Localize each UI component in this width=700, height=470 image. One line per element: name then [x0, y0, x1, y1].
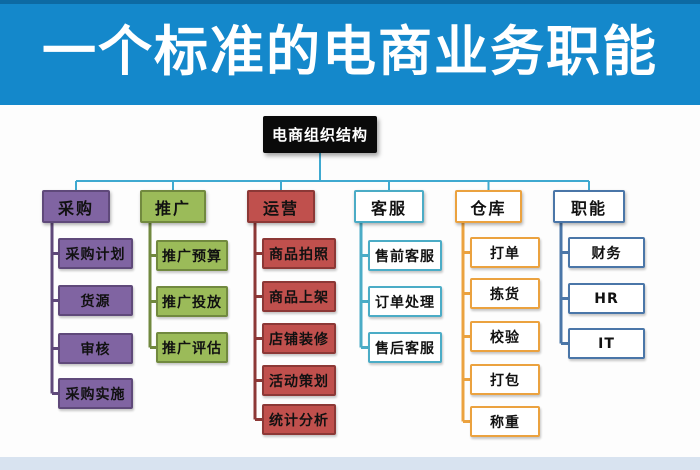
org-child-node: 校验	[470, 321, 540, 352]
org-child-node: 推广投放	[156, 286, 228, 317]
org-child-node-label: 货源	[80, 293, 111, 310]
org-child-node-label: 推广评估	[162, 340, 222, 357]
org-child-node: 称重	[470, 406, 540, 437]
org-child-node-label: 校验	[490, 329, 520, 346]
org-child-node-label: 活动策划	[269, 373, 329, 390]
title-banner: 一个标准的电商业务职能	[0, 0, 700, 105]
org-branch-node: 运营	[247, 190, 315, 223]
org-child-node-label: 店铺装修	[269, 331, 329, 348]
org-child-node: 财务	[568, 237, 645, 268]
org-child-node-label: 审核	[80, 341, 111, 358]
org-root-node: 电商组织结构	[263, 116, 377, 153]
org-branch-node-label: 采购	[57, 198, 94, 218]
org-branch-node-label: 运营	[262, 198, 299, 218]
org-child-node: 采购实施	[58, 378, 133, 409]
org-child-node: 统计分析	[262, 404, 336, 435]
org-child-node: 售后客服	[368, 332, 442, 363]
org-child-node-label: 商品上架	[269, 289, 329, 306]
org-child-node: 采购计划	[58, 238, 133, 269]
bottom-strip	[0, 457, 700, 470]
org-branch-node-label: 客服	[370, 198, 407, 218]
org-child-node-label: 统计分析	[269, 412, 329, 429]
org-child-node: 商品拍照	[262, 238, 336, 269]
org-child-node: IT	[568, 328, 645, 359]
org-child-node: 商品上架	[262, 281, 336, 312]
org-child-node-label: 称重	[490, 414, 520, 431]
org-child-node-label: IT	[598, 335, 615, 352]
org-child-node-label: 采购实施	[65, 386, 126, 403]
org-child-node-label: 财务	[591, 245, 622, 262]
org-child-node: 推广预算	[156, 240, 228, 271]
org-child-node: 活动策划	[262, 365, 336, 396]
org-child-node-label: 推广预算	[162, 248, 222, 265]
org-branch-node-label: 仓库	[470, 198, 507, 218]
org-branch-node: 推广	[140, 190, 206, 223]
org-child-node: 打单	[470, 237, 540, 268]
org-branch-node: 职能	[553, 190, 625, 223]
org-child-node: HR	[568, 283, 645, 314]
org-child-node: 订单处理	[368, 286, 442, 317]
org-child-node: 售前客服	[368, 240, 442, 271]
org-child-node-label: 打包	[490, 372, 520, 389]
org-branch-node: 采购	[42, 190, 110, 223]
org-child-node: 拣货	[470, 278, 540, 309]
org-root-node-label: 电商组织结构	[271, 126, 368, 144]
org-child-node-label: 售前客服	[375, 248, 435, 265]
org-child-node: 推广评估	[156, 332, 228, 363]
org-child-node-label: 采购计划	[65, 246, 126, 263]
page-title: 一个标准的电商业务职能	[42, 20, 658, 83]
org-branch-node: 客服	[354, 190, 424, 223]
org-child-node-label: 拣货	[490, 286, 520, 303]
org-child-node-label: 打单	[490, 245, 520, 262]
org-child-node-label: 售后客服	[375, 340, 435, 357]
org-child-node: 打包	[470, 364, 540, 395]
org-child-node: 审核	[58, 333, 133, 364]
org-child-node-label: 订单处理	[375, 294, 435, 311]
org-branch-node: 仓库	[455, 190, 522, 223]
org-branch-node-label: 职能	[570, 198, 607, 218]
org-child-node: 店铺装修	[262, 323, 336, 354]
org-child-node: 货源	[58, 285, 133, 316]
org-child-node-label: 商品拍照	[269, 246, 329, 263]
org-child-node-label: HR	[594, 290, 619, 307]
org-child-node-label: 推广投放	[162, 294, 222, 311]
org-branch-node-label: 推广	[154, 198, 191, 218]
